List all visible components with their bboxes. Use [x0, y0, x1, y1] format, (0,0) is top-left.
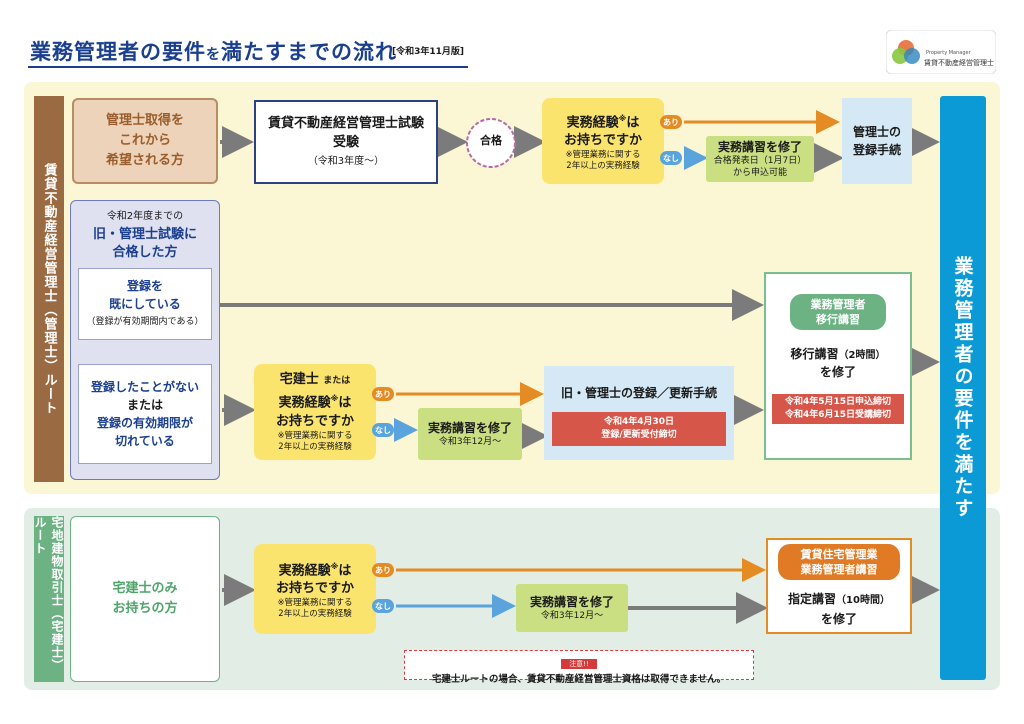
logo-small-text: Property Manager [926, 50, 971, 56]
old-exam-heading: 令和2年度までの 旧・管理士試験に 合格した方 [92, 211, 197, 260]
transition-deadline: 令和4年5月15日申込締切 令和4年6月15日受講締切 [772, 394, 904, 424]
requirement-met-bar: 業務管理者の要件を満たす [940, 96, 986, 680]
transition-course-label: 移行講習（2時間） を修了 [790, 347, 886, 379]
designated-course-label: 指定講習（10時間） を修了 [788, 592, 890, 626]
logo-text: 賃貸不動産経営管理士 [924, 59, 994, 67]
not-registered-box: 登録したことがない または 登録の有効期限が 切れている [78, 364, 212, 464]
training-box-3: 実務講習を修了 令和3年12月〜 [516, 584, 628, 632]
experience-question-box-1: 実務経験※は お持ちですか ※管理業務に関する 2年以上の実務経験 [542, 98, 664, 184]
no-badge: なし [660, 151, 682, 165]
already-registered-box: 登録を既にしている （登録が有効期間内である） [78, 268, 212, 340]
exam-box: 賃貸不動産経営管理士試験受験 （令和3年度〜） [254, 100, 438, 184]
new-applicant-box: 管理士取得をこれから希望される方 [72, 98, 218, 184]
pass-label: 合格 [480, 134, 502, 147]
takken-only-box: 宅建士のみお持ちの方 [70, 516, 220, 682]
yes-badge: あり [372, 563, 394, 577]
edition-label: [令和3年11月版] [392, 47, 465, 57]
experience-question-box-2: 宅建士 または 実務経験※は お持ちですか ※管理業務に関する 2年以上の実務経… [254, 364, 376, 460]
caution-text: 宅建士ルートの場合、賃貸不動産経営管理士資格は取得できません。 [431, 674, 727, 685]
takken-route-label: 宅地建物取引士（宅建士）ルート [33, 516, 64, 682]
register-box: 管理士の登録手続 [842, 98, 912, 184]
training-box-1: 実務講習を修了 合格発表日（1月7日） から申込可能 [706, 136, 814, 182]
yes-badge: あり [660, 115, 682, 129]
no-badge: なし [372, 599, 394, 613]
page-title: 業務管理者の要件を満たすまでの流れ [30, 40, 397, 64]
kanrishi-route-label: 賃貸不動産経営管理士（管理士）ルート [34, 96, 64, 482]
experience-question-box-3: 実務経験※は お持ちですか ※管理業務に関する 2年以上の実務経験 [254, 544, 376, 634]
transition-course-pill: 業務管理者移行講習 [790, 294, 886, 330]
caution-note: 注意!! 宅建士ルートの場合、賃貸不動産経営管理士資格は取得できません。 [404, 650, 754, 685]
no-badge: なし [372, 423, 394, 437]
pass-seal-icon [466, 118, 516, 168]
training-box-2: 実務講習を修了 令和3年12月〜 [418, 408, 522, 460]
old-registration-deadline: 令和4年4月30日 登録/更新受付締切 [552, 412, 726, 446]
property-manager-logo-icon [886, 30, 996, 74]
caution-badge: 注意!! [561, 659, 597, 669]
title-underline [28, 66, 468, 68]
yes-badge: あり [372, 387, 394, 401]
designated-course-pill: 賃貸住宅管理業業務管理者講習 [778, 544, 900, 580]
